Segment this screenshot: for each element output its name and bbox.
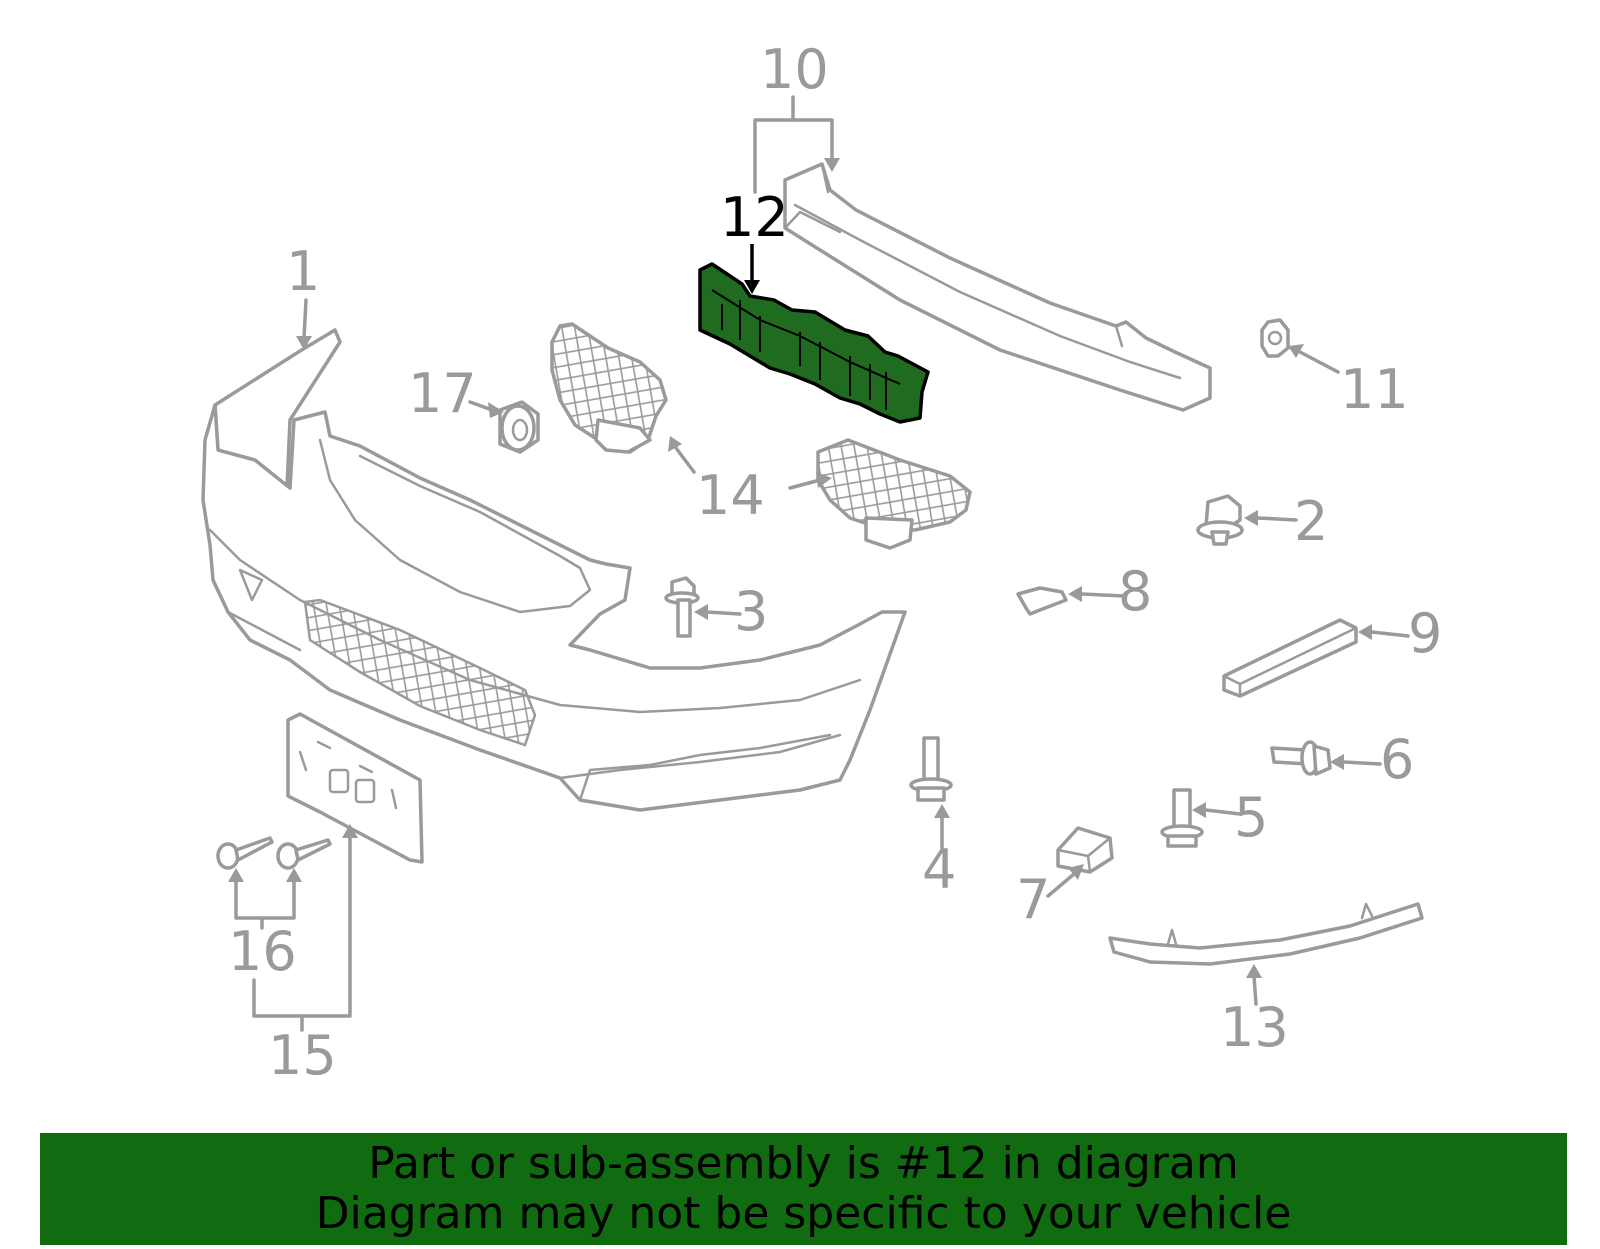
part-3-bolt <box>664 576 700 638</box>
banner-line-1: Part or sub-assembly is #12 in diagram <box>368 1138 1239 1189</box>
part-11-nut <box>1260 318 1290 358</box>
callout-labels: 10 12 1 17 11 14 2 3 8 9 6 5 4 7 16 13 1… <box>228 38 1442 1087</box>
callout-12: 12 <box>720 186 789 249</box>
leader-lines <box>228 95 1410 1032</box>
callout-1: 1 <box>286 240 320 303</box>
callout-2: 2 <box>1294 490 1328 553</box>
part-4-bolt <box>909 736 953 802</box>
callout-8: 8 <box>1118 560 1152 623</box>
callout-3: 3 <box>734 580 768 643</box>
part-10-reinforcement-beam <box>783 162 1212 412</box>
part-16-screws <box>216 836 332 870</box>
part-1-bumper-cover <box>201 328 907 812</box>
callout-11: 11 <box>1340 358 1409 421</box>
callout-13: 13 <box>1220 996 1289 1059</box>
callout-7: 7 <box>1016 868 1050 931</box>
callout-15: 15 <box>268 1024 337 1087</box>
info-banner: Part or sub-assembly is #12 in diagram D… <box>40 1133 1567 1245</box>
callout-10: 10 <box>760 38 829 101</box>
part-9-absorber-strip <box>1222 618 1358 698</box>
callout-4: 4 <box>922 838 956 901</box>
part-14-grille-left <box>550 322 668 454</box>
part-12-bracket-highlighted[interactable] <box>698 262 930 424</box>
callout-5: 5 <box>1234 786 1268 849</box>
part-5-bolt <box>1160 788 1204 848</box>
callout-14: 14 <box>696 464 765 527</box>
part-8-clip <box>1016 586 1068 616</box>
part-13-trim-strip <box>1108 902 1424 966</box>
callout-16: 16 <box>228 920 297 983</box>
callout-9: 9 <box>1408 602 1442 665</box>
part-15-license-bracket <box>286 712 424 864</box>
banner-line-2: Diagram may not be specific to your vehi… <box>315 1188 1292 1239</box>
part-2-clip <box>1196 494 1244 546</box>
leader-12-highlighted <box>744 244 760 294</box>
part-17-grommet <box>498 400 540 454</box>
callout-6: 6 <box>1380 728 1414 791</box>
callout-17: 17 <box>408 362 477 425</box>
part-6-bolt <box>1270 740 1332 776</box>
part-7-nut <box>1056 826 1114 874</box>
part-14-grille-right <box>816 438 972 550</box>
